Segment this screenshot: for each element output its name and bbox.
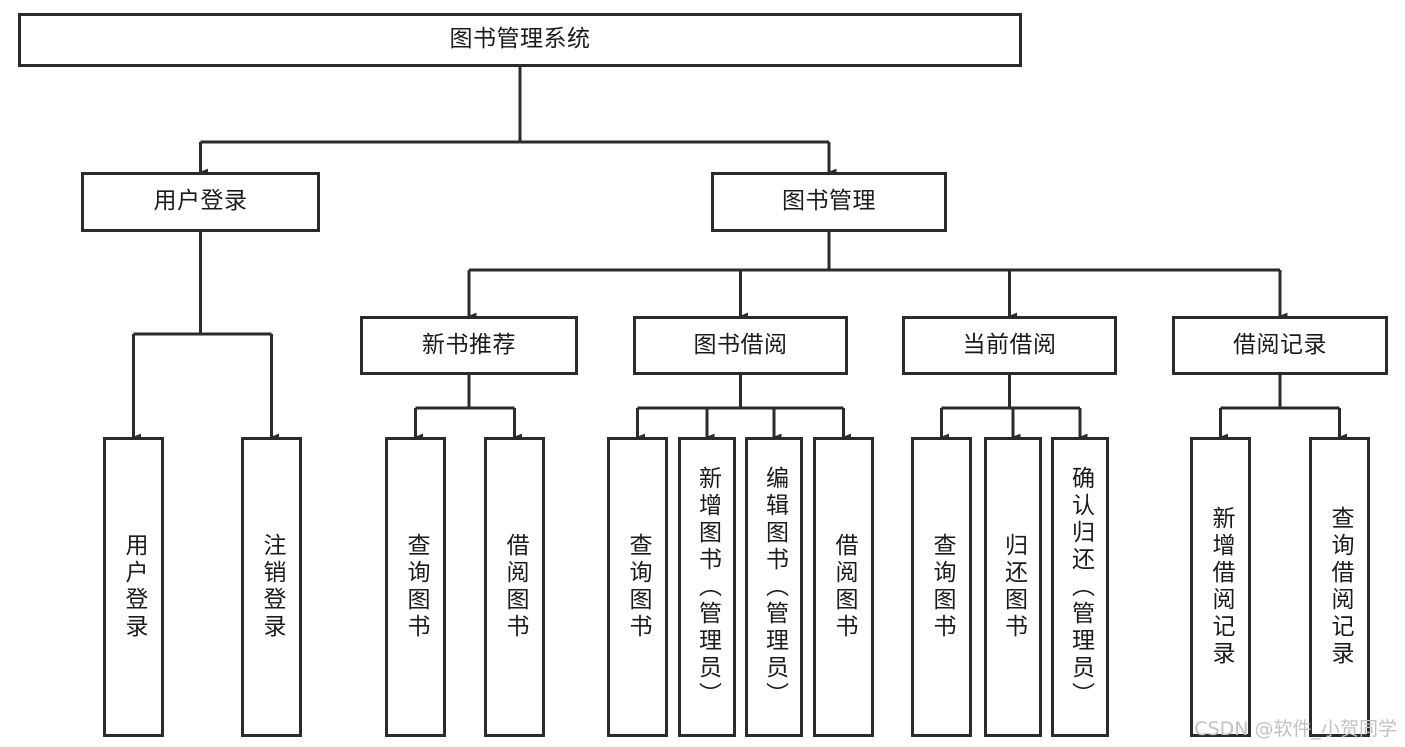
node-label: 注销登录: [259, 533, 285, 641]
node-l3_2[interactable]: 当前借阅: [902, 316, 1117, 375]
node-l2_0[interactable]: 用户登录: [81, 172, 320, 232]
node-leaf_11[interactable]: 新增借阅记录: [1190, 437, 1251, 737]
node-label: 编辑图书（管理员）: [761, 465, 788, 709]
node-leaf_7[interactable]: 借阅图书: [813, 437, 874, 737]
node-label: 当前借阅: [962, 331, 1057, 358]
csdn-watermark: CSDN @软件_小贺同学: [1194, 718, 1397, 740]
node-leaf_1[interactable]: 注销登录: [241, 437, 302, 737]
node-label: 查询图书: [403, 533, 429, 641]
node-l3_3[interactable]: 借阅记录: [1172, 316, 1388, 375]
node-label: 新增图书（管理员）: [694, 465, 721, 709]
node-leaf_3[interactable]: 借阅图书: [484, 437, 545, 737]
node-leaf_5[interactable]: 新增图书（管理员）: [678, 437, 736, 737]
node-label: 查询借阅记录: [1327, 506, 1353, 668]
node-leaf_10[interactable]: 确认归还（管理员）: [1051, 437, 1109, 737]
node-label: 图书管理系统: [449, 26, 591, 53]
node-leaf_12[interactable]: 查询借阅记录: [1309, 437, 1370, 737]
node-label: 图书借阅: [693, 331, 788, 358]
node-label: 查询图书: [929, 533, 955, 641]
node-leaf_2[interactable]: 查询图书: [385, 437, 446, 737]
node-leaf_0[interactable]: 用户登录: [103, 437, 164, 737]
node-label: 用户登录: [153, 188, 248, 215]
node-leaf_9[interactable]: 归还图书: [984, 437, 1042, 737]
node-label: 新增借阅记录: [1208, 506, 1234, 668]
node-label: 借阅记录: [1233, 331, 1327, 358]
node-label: 借阅图书: [831, 533, 857, 641]
node-label: 新书推荐: [422, 331, 516, 358]
node-label: 图书管理: [782, 188, 876, 215]
node-label: 查询图书: [625, 533, 651, 641]
node-label: 借阅图书: [502, 533, 528, 641]
node-leaf_8[interactable]: 查询图书: [911, 437, 972, 737]
node-leaf_4[interactable]: 查询图书: [607, 437, 668, 737]
node-label: 用户登录: [121, 533, 147, 641]
node-leaf_6[interactable]: 编辑图书（管理员）: [745, 437, 803, 737]
node-label: 确认归还（管理员）: [1067, 465, 1094, 709]
node-l2_1[interactable]: 图书管理: [711, 172, 947, 232]
node-l3_1[interactable]: 图书借阅: [633, 316, 848, 375]
node-label: 归还图书: [1000, 533, 1027, 641]
node-root[interactable]: 图书管理系统: [18, 13, 1022, 67]
node-l3_0[interactable]: 新书推荐: [360, 316, 578, 375]
